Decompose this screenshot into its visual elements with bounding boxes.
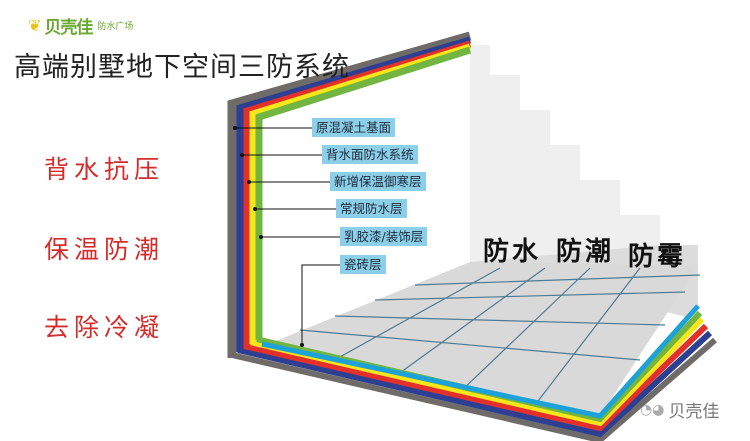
tile-grid: [299, 267, 701, 406]
stairs-faces: [470, 45, 660, 262]
shell-logo-icon: ❦: [28, 16, 42, 35]
floor-layers: [231, 304, 717, 441]
brand-logo: ❦ 贝壳佳 防水广场: [28, 13, 133, 38]
benefit-1: 背水抗压: [44, 155, 165, 184]
page-title: 高端别墅地下空间三防系统: [14, 52, 350, 83]
protection-moistureproof: 防潮: [556, 237, 615, 267]
wall-layers: [227, 31, 472, 358]
layer-label-paint: 乳胶漆/装饰层: [340, 227, 428, 246]
layer-label-backside-waterproof: 背水面防水系统: [322, 145, 418, 164]
protection-mildewproof: 防霉: [628, 242, 687, 272]
watermark: ◔◕ 贝壳佳: [640, 397, 720, 423]
layer-label-waterproof: 常规防水层: [336, 199, 407, 218]
brand-name: 贝壳佳: [44, 18, 93, 38]
benefit-3: 去除冷凝: [44, 313, 165, 342]
layer-label-tile: 瓷砖层: [340, 255, 386, 274]
benefit-2: 保温防潮: [44, 235, 165, 264]
protection-waterproof: 防水: [483, 237, 542, 267]
wechat-icon: ◔◕: [640, 401, 665, 418]
watermark-text: 贝壳佳: [668, 402, 720, 422]
layer-label-concrete: 原混凝土基面: [312, 118, 396, 137]
tile-floor: [266, 262, 698, 416]
leader-dots: [233, 126, 304, 347]
leader-lines: [235, 127, 342, 345]
layer-label-insulation: 新增保温御寒层: [330, 172, 426, 191]
brand-sub: 防水广场: [97, 22, 134, 32]
